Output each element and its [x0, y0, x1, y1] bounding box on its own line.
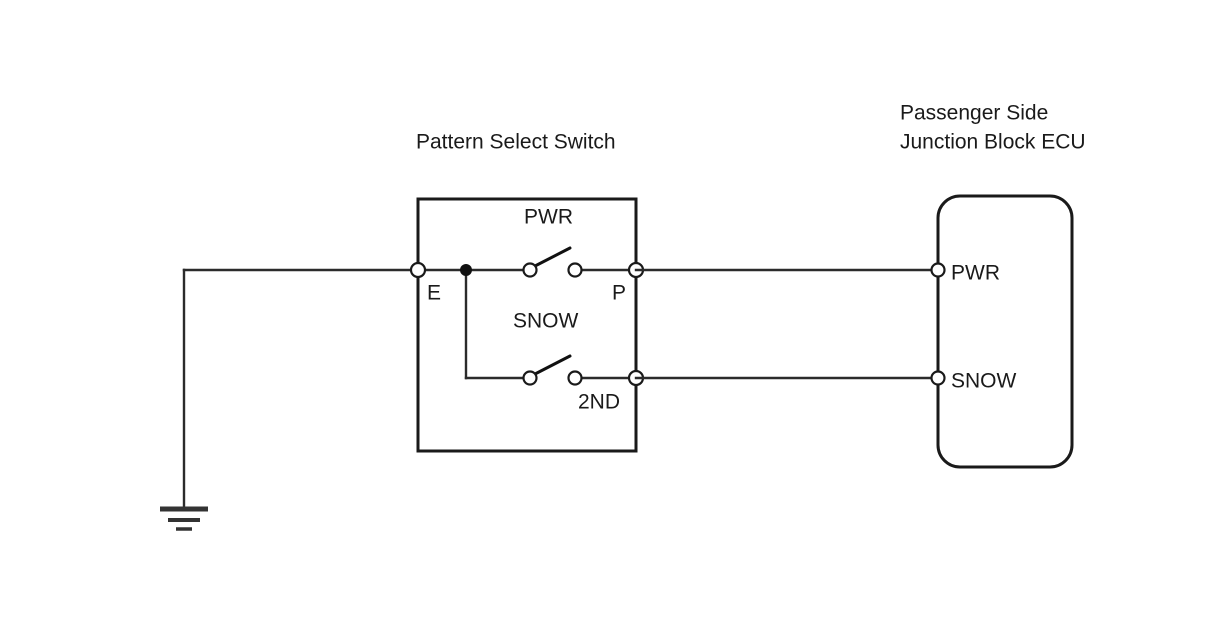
pattern-select-switch-title: Pattern Select Switch — [416, 131, 616, 154]
terminal-e[interactable] — [409, 261, 427, 279]
ecu-link-wires — [634, 268, 940, 380]
terminal-e-label: E — [427, 282, 441, 305]
ecu-terminal-snow[interactable] — [930, 370, 946, 386]
junction-block-ecu-group — [930, 194, 1074, 469]
pwr-switch-fixed-contact[interactable] — [567, 262, 583, 278]
ecu-pin-pwr-label: PWR — [951, 262, 1000, 285]
pwr-switch-label: PWR — [524, 206, 573, 229]
pwr-switch-blade[interactable] — [533, 246, 572, 268]
pattern-select-switch-box — [416, 197, 638, 453]
ecu-pin-snow-label: SNOW — [951, 370, 1017, 393]
terminal-p-label: P — [612, 282, 626, 305]
junction-block-ecu-box — [936, 194, 1074, 469]
pattern-select-switch-group — [409, 197, 645, 453]
terminal-2nd-label: 2ND — [578, 391, 620, 414]
snow-switch-pivot-contact[interactable] — [522, 370, 538, 386]
junction-dot-e — [460, 264, 472, 276]
pwr-switch-pivot-contact[interactable] — [522, 262, 538, 278]
snow-switch-blade[interactable] — [533, 354, 572, 376]
snow-switch-fixed-contact[interactable] — [567, 370, 583, 386]
ecu-title-line2: Junction Block ECU — [900, 131, 1086, 154]
snow-switch-label: SNOW — [513, 310, 579, 333]
ecu-title-line1: Passenger Side — [900, 102, 1048, 125]
ecu-terminal-pwr[interactable] — [930, 262, 946, 278]
ground-branch — [160, 268, 420, 531]
